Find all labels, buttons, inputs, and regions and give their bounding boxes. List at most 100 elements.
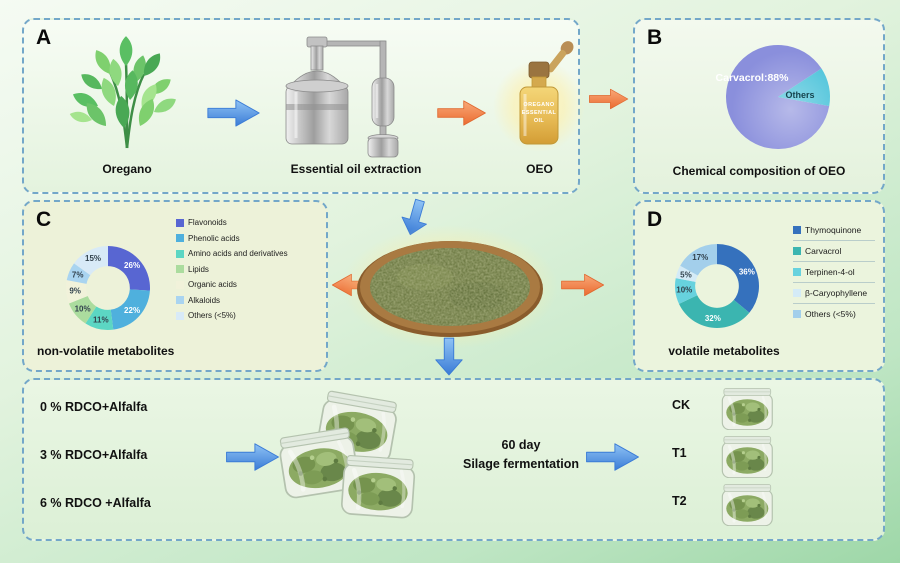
treatment-0pct: 0 % RDCO+Alfalfa <box>40 400 148 414</box>
bottle-label-line1: OREGANO <box>523 102 555 108</box>
extraction-apparatus-illustration <box>285 36 399 158</box>
legend-label: Thymoquinone <box>805 225 862 235</box>
legend-item: Terpinen-4-ol <box>793 262 875 283</box>
slice-others-5- <box>74 246 108 276</box>
legend-swatch <box>176 265 184 273</box>
legend-item: Amino acids and derivatives <box>176 249 322 258</box>
slice-flavonoids <box>108 246 150 291</box>
arrow-extraction-to-oeo <box>437 100 486 126</box>
slice-alkaloids <box>66 263 91 284</box>
legend-swatch <box>793 310 801 318</box>
extraction-label: Essential oil extraction <box>290 162 422 176</box>
slice-pct-label: 15% <box>85 254 101 263</box>
slice-phenolic-acids <box>110 289 150 330</box>
arrow-fermentation-to-groups <box>586 443 639 471</box>
legend-swatch <box>176 249 184 258</box>
legend-item: Others (<5%) <box>793 304 875 324</box>
legend-item: Others (<5%) <box>176 311 322 320</box>
slice-terpinen-4-ol <box>675 278 698 304</box>
legend-label: Others (<5%) <box>805 309 856 319</box>
legend-swatch <box>793 289 801 297</box>
panel-d-letter: D <box>647 208 663 231</box>
oeo-bottle-illustration: OREGANO ESSENTIAL OIL <box>493 41 585 152</box>
legend-item: Carvacrol <box>793 241 875 262</box>
legend-label: Amino acids and derivatives <box>188 249 288 258</box>
pie-annotation: Others <box>785 90 814 100</box>
slice-pct-label: 10% <box>75 305 91 314</box>
legend-item: Organic acids <box>176 280 322 289</box>
slice-pct-label: 32% <box>705 314 721 323</box>
oregano-plant-illustration <box>68 36 179 149</box>
slice-amino-acids-and-derivatives <box>85 306 114 330</box>
bottle-label-line2: ESSENTIAL <box>522 110 557 116</box>
legend-item: β-Caryophyllene <box>793 283 875 304</box>
fermentation-label: Silage fermentation <box>463 457 579 472</box>
arrow-rdco-to-volatile <box>561 273 605 297</box>
legend-item: Lipids <box>176 265 322 274</box>
treatment-6pct: 6 % RDCO +Alfalfa <box>40 496 151 510</box>
legend-label: β-Caryophyllene <box>805 288 868 298</box>
pie-annotation: Carvacrol:88% <box>716 72 790 84</box>
slice-pct-label: 7% <box>72 270 84 279</box>
panel-c-letter: C <box>36 208 52 231</box>
group-ck-label: CK <box>672 398 691 412</box>
legend-swatch <box>793 247 801 255</box>
oeo-composition-pie-chart: Carvacrol:88% Others <box>716 44 830 149</box>
group-t2-bag <box>720 482 774 526</box>
slice-organic-acids <box>66 280 88 304</box>
legend-swatch <box>793 268 801 276</box>
slice-pct-label: 10% <box>676 286 692 295</box>
panel-b: B Carvacrol:88% Others Chemical compositi… <box>633 18 885 194</box>
arrow-treatments-to-bags <box>226 443 279 471</box>
oeo-composition-title: Chemical composition of OEO <box>672 164 846 178</box>
legend-item: Phenolic acids <box>176 234 322 243</box>
legend-label: Carvacrol <box>805 246 842 256</box>
legend-label: Lipids <box>188 264 209 274</box>
group-t1-bag <box>720 434 774 478</box>
arrow-oeo-to-composition <box>589 88 629 110</box>
volatile-title: volatile metabolites <box>668 344 780 358</box>
fermentation-duration: 60 day <box>501 438 541 452</box>
slice-lipids <box>68 296 97 324</box>
legend-swatch <box>176 280 184 289</box>
nonvolatile-donut-chart: 26%22%11%10%9%7%15% <box>66 246 150 330</box>
legend-swatch <box>176 311 184 320</box>
nonvolatile-title: non-volatile metabolites <box>37 344 175 358</box>
pie-shine-overlay <box>726 45 830 149</box>
oeo-label: OEO <box>526 162 553 176</box>
oregano-label: Oregano <box>102 162 152 176</box>
legend-label: Organic acids <box>188 280 237 289</box>
slice-pct-label: 26% <box>124 261 140 270</box>
slice-thymoquinone <box>717 244 759 313</box>
slice--caryophyllene <box>675 265 698 282</box>
legend-item: Alkaloids <box>176 296 322 305</box>
slice-others-5- <box>680 244 717 276</box>
legend-label: Alkaloids <box>188 295 221 305</box>
legend-label: Flavonoids <box>188 218 227 227</box>
slice-pct-label: 5% <box>680 270 692 279</box>
panel-silage: 0 % RDCO+Alfalfa 3 % RDCO+Alfalfa 6 % RD… <box>22 378 885 541</box>
legend-swatch <box>176 296 184 304</box>
fermentation-text: 60 day Silage fermentation <box>416 436 626 475</box>
arrow-rdco-to-silage <box>435 337 463 376</box>
legend-label: Terpinen-4-ol <box>805 267 855 277</box>
legend-label: Phenolic acids <box>188 233 240 243</box>
legend-swatch <box>793 226 801 234</box>
legend-item: Thymoquinone <box>793 220 875 241</box>
slice-pct-label: 22% <box>124 306 140 315</box>
treatment-3pct: 3 % RDCO+Alfalfa <box>40 448 148 462</box>
slice-carvacrol <box>678 295 750 328</box>
legend-swatch <box>176 234 184 242</box>
group-t2-label: T2 <box>672 494 687 508</box>
legend-label: Others (<5%) <box>188 311 236 320</box>
legend-item: Flavonoids <box>176 218 322 227</box>
group-t1-label: T1 <box>672 446 687 460</box>
panel-a-letter: A <box>36 26 52 49</box>
panel-a: A Oregano <box>22 18 585 194</box>
panel-b-letter: B <box>647 26 663 49</box>
legend-swatch <box>176 218 184 227</box>
